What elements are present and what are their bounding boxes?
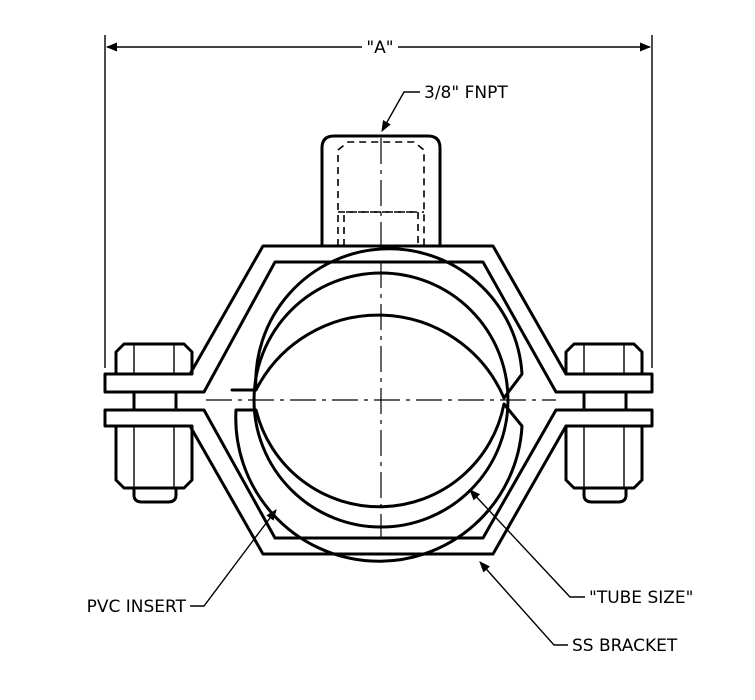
- bolt-left: [114, 342, 194, 504]
- pvc-insert-leader: [190, 509, 277, 607]
- tube: [206, 262, 556, 538]
- coupling-body: [320, 134, 442, 248]
- nut-right-bottom: [564, 424, 644, 490]
- nut-left-top: [114, 342, 194, 376]
- tube-size-label: "TUBE SIZE": [589, 588, 693, 608]
- fnpt-coupling: [320, 134, 442, 248]
- insert-upper-half: [230, 247, 524, 400]
- fnpt-callout: 3/8" FNPT: [381, 83, 508, 132]
- bolt-end-left: [132, 486, 178, 504]
- insert-lower-half: [234, 402, 524, 563]
- bolt-end-right: [582, 486, 628, 504]
- bolt-shank-right: [582, 390, 628, 412]
- fnpt-label: 3/8" FNPT: [424, 83, 508, 103]
- pvc-insert-label: PVC INSERT: [87, 597, 187, 617]
- tube-size-callout: "TUBE SIZE": [469, 489, 693, 608]
- ss-bracket-leader: [479, 561, 568, 646]
- nut-left-bottom: [114, 424, 194, 490]
- pvc-insert: [230, 247, 524, 563]
- coupling-thread-inner: [343, 211, 419, 246]
- tube-size-leader: [469, 489, 585, 598]
- ss-bracket-label: SS BRACKET: [572, 636, 678, 656]
- ss-bracket-callout: SS BRACKET: [479, 561, 678, 656]
- bolt-right: [564, 342, 644, 504]
- dimension-a-label: "A": [366, 38, 393, 58]
- fnpt-leader: [381, 91, 420, 132]
- bracket-upper-half: [103, 244, 654, 394]
- pvc-insert-callout: PVC INSERT: [87, 509, 277, 617]
- dimension-a: "A": [104, 35, 653, 368]
- nut-right-top: [564, 342, 644, 376]
- bolt-shank-left: [132, 390, 178, 412]
